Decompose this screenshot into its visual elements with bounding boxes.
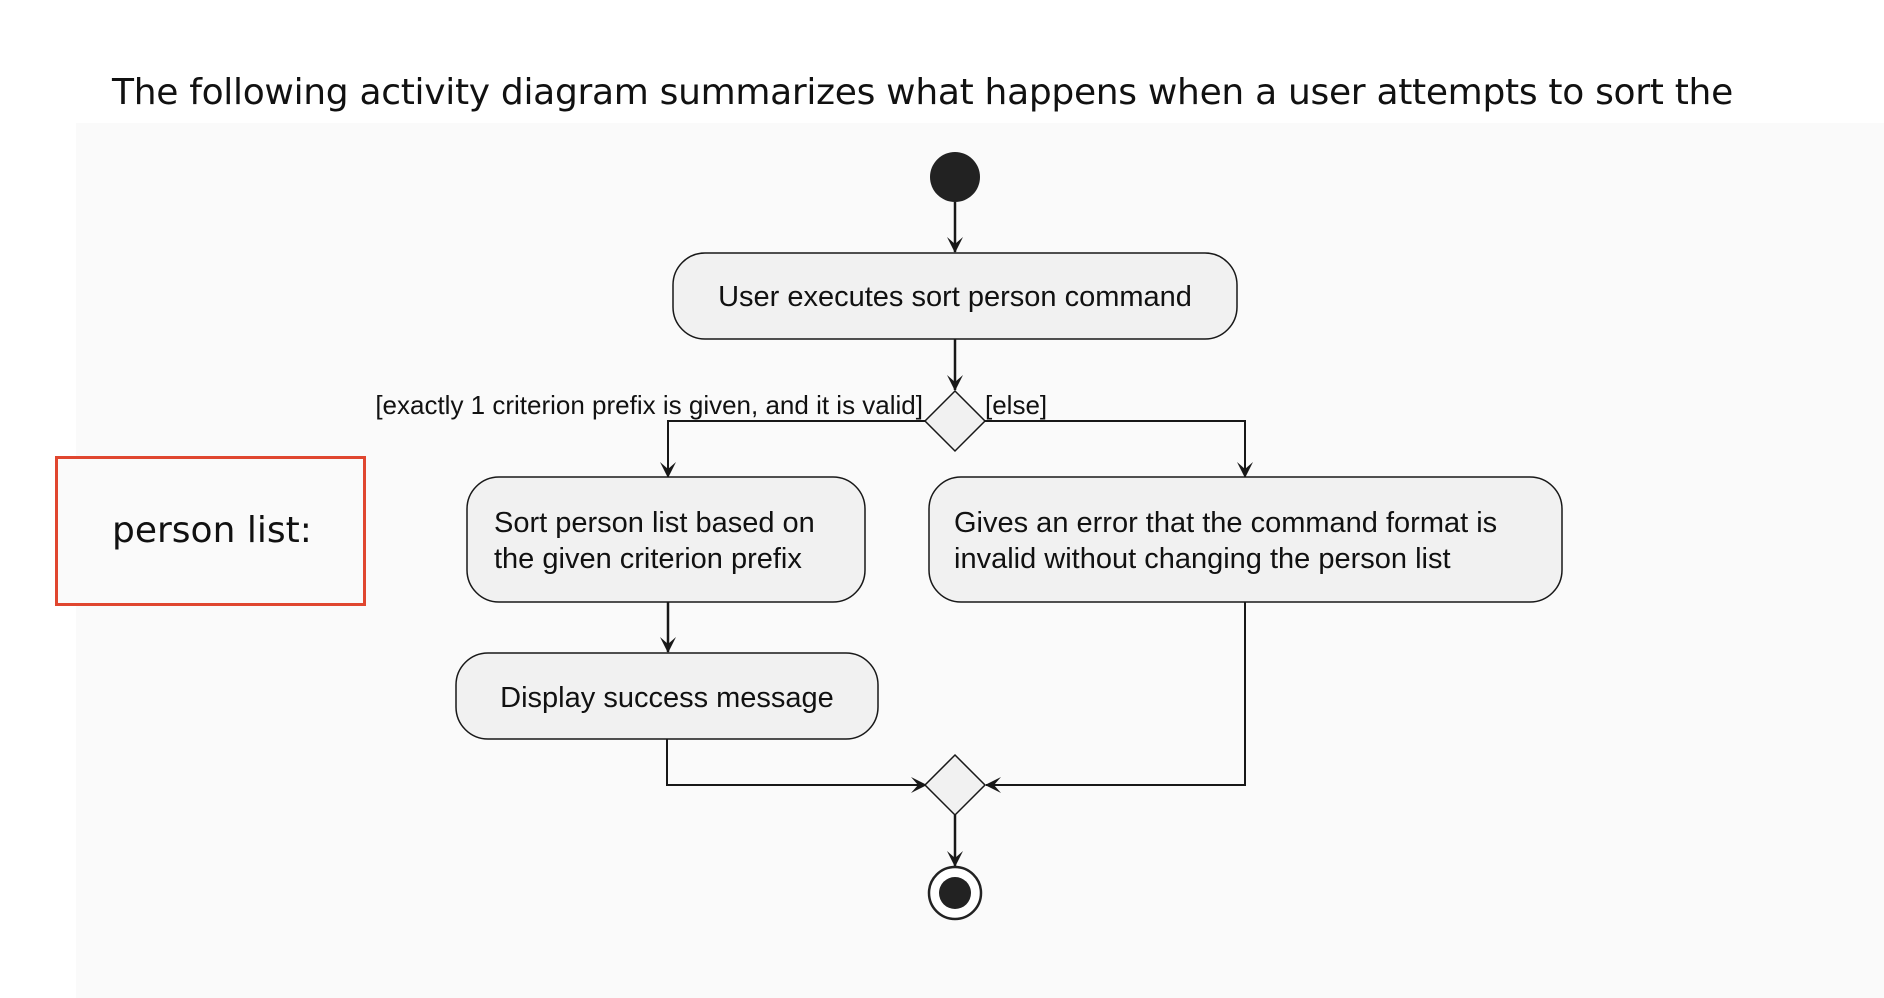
guard-valid-label: [exactly 1 criterion prefix is given, an… [375,390,923,420]
activity-error-label-line1: Gives an error that the command format i… [954,507,1497,539]
activity-sort [466,476,866,603]
highlight-box [55,456,366,606]
flow-decision-to-sort [660,420,925,478]
flow-success-to-merge [666,739,927,793]
merge-diamond [923,753,987,817]
activity-success-label: Display success message [500,682,834,714]
start-node [930,152,980,202]
highlight-text: person list: [112,510,312,551]
activity-sort-label-line2: the given criterion prefix [494,543,802,575]
intro-text: The following activity diagram summarize… [112,72,1733,113]
activity-error [928,476,1563,603]
flow-decision-to-error [985,420,1253,478]
flow-error-to-merge [985,602,1246,793]
end-node-core [939,877,971,909]
decision-diamond [923,389,987,453]
guard-else-label: [else] [985,390,1047,420]
activity-error-label-line2: invalid without changing the person list [954,543,1451,575]
activity-sort-label-line1: Sort person list based on [494,507,815,539]
activity-execute-label: User executes sort person command [718,281,1192,313]
